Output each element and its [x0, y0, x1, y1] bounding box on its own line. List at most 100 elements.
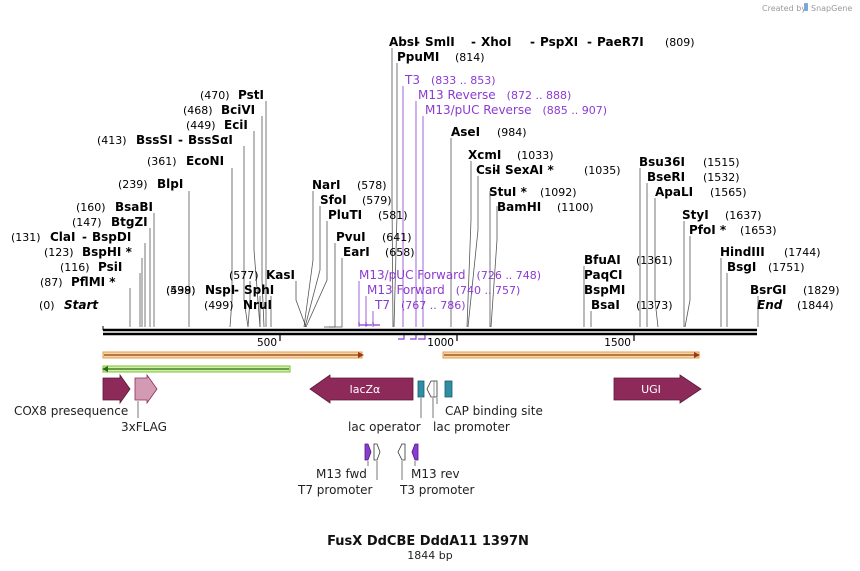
site-pos-row-7: (470) [200, 89, 230, 102]
site-pos-row-36: (1361) [636, 254, 673, 267]
feature-label-ugi: UGI [641, 383, 661, 396]
site-name-35: NruI [243, 298, 272, 312]
site-pos-row-8: (468) [183, 104, 213, 117]
site-pos-row-1: (814) [455, 51, 485, 64]
site-pos-row-40: (1829) [803, 284, 840, 297]
feature-lacz-alpha[interactable]: lacZα [309, 374, 414, 404]
site-name-39: ApaLI [655, 185, 693, 199]
site-pos-row-17: (116) [60, 261, 90, 274]
primer-name-1: M13 Reverse [418, 88, 496, 102]
label-cox8-presequence: COX8 presequence [14, 404, 128, 418]
site-name-2: XhoI [481, 35, 512, 49]
site-pos-row-41: (1844) [797, 299, 834, 312]
site-name-10: StuI * [489, 185, 528, 199]
site-name-33: NspI [205, 283, 235, 297]
feature-t7-promoter[interactable] [373, 443, 381, 461]
orf-arrow-3[interactable] [442, 351, 700, 359]
label-m13-fwd: M13 fwd [316, 467, 367, 481]
site-pos-row-32: (1637) [725, 209, 762, 222]
site-pos-row-33: (1653) [740, 224, 777, 237]
site-pos-row-25: (577) [229, 269, 259, 282]
site-join-4: - [587, 35, 592, 49]
site-name-42: HindIII [720, 245, 765, 259]
primer-range-1: (872 .. 888) [507, 89, 572, 102]
label-t3-promoter: T3 promoter [399, 483, 475, 497]
site-pos-row-18: (87) [40, 276, 63, 289]
site-name-9: SexAI * [505, 163, 554, 177]
site-pos-row-26: (499) [166, 284, 196, 297]
primer-labels: T3(833 .. 853)M13 Reverse(872 .. 888)M13… [359, 73, 607, 312]
site-name-24: PsiI [98, 260, 122, 274]
feature-leader-lines [137, 398, 438, 480]
feature-lac-promoter[interactable] [426, 380, 438, 398]
site-pos-row-10: (413) [97, 134, 127, 147]
feature-lac-operator[interactable] [417, 380, 425, 398]
site-name-14: EciI [224, 118, 248, 132]
site-name-19: BsaBI [115, 200, 153, 214]
feature-3xflag[interactable] [134, 373, 158, 405]
orf-arrow-1[interactable] [102, 351, 364, 359]
label-3xflag: 3xFLAG [121, 420, 167, 434]
site-name-31: EarI [343, 245, 370, 259]
feature-ugi[interactable]: UGI [613, 374, 702, 404]
site-name-25: PflMI * [71, 275, 116, 289]
site-join-9: - [495, 163, 500, 177]
site-pos-row-34: (1744) [784, 246, 821, 259]
primer-range-2: (885 .. 907) [543, 104, 608, 117]
site-name-26: Start [64, 298, 99, 312]
site-name-38: BseRI [647, 170, 685, 184]
primer-bars [358, 322, 426, 340]
credit-text: Created by [762, 4, 806, 13]
orf-arrow-2[interactable] [102, 365, 291, 373]
site-name-37: Bsu36I [639, 155, 685, 169]
map-length: 1844 bp [407, 549, 452, 562]
site-name-27: NarI [312, 178, 341, 192]
site-pos-row-4: (1035) [584, 164, 621, 177]
site-name-1: SmlI [425, 35, 455, 49]
site-name-30: PvuI [336, 230, 366, 244]
site-pos-row-0: (809) [665, 36, 695, 49]
site-pos-row-19: (0) [39, 299, 55, 312]
site-name-32: KasI [266, 268, 295, 282]
map-title: FusX DdCBE DddA11 1397N [327, 534, 529, 549]
feature-m13-rev[interactable] [411, 443, 419, 461]
site-pos-row-39: (1373) [636, 299, 673, 312]
site-name-16: BssSαI [188, 133, 233, 147]
feature-label-lacz: lacZα [350, 383, 381, 396]
label-lac-operator: lac operator [348, 420, 421, 434]
site-name-44: BfuAI [584, 253, 621, 267]
site-name-8: CsiI [476, 163, 501, 177]
sequence-backbone [102, 326, 757, 336]
feature-m13-fwd[interactable] [364, 443, 372, 461]
site-name-7: XcmI [468, 148, 501, 162]
site-name-11: BamHI [497, 200, 541, 214]
site-name-43: BsgI [727, 260, 756, 274]
site-join-16: - [178, 133, 183, 147]
site-name-29: PluTI [328, 208, 362, 222]
site-name-28: SfoI [320, 193, 347, 207]
site-pos-row-30: (1532) [703, 171, 740, 184]
site-pos-row-31: (1565) [710, 186, 747, 199]
credit-brand: SnapGene [811, 4, 852, 13]
primer-name-2: M13/pUC Reverse [425, 103, 532, 117]
site-join-1: - [415, 35, 420, 49]
site-leader-lines [129, 48, 759, 328]
site-name-21: ClaI [50, 230, 75, 244]
feature-cap-binding-site[interactable] [444, 380, 453, 398]
site-name-49: End [757, 298, 783, 312]
site-pos-row-27: (499) [204, 299, 234, 312]
site-pos-row-35: (1751) [768, 261, 805, 274]
site-pos-row-15: (131) [11, 231, 41, 244]
site-join-22: - [82, 230, 87, 244]
site-pos-row-11: (361) [147, 155, 177, 168]
site-join-2: - [471, 35, 476, 49]
feature-cox8-presequence[interactable] [102, 373, 131, 405]
site-name-15: BssSI [136, 133, 173, 147]
site-name-3: PspXI [540, 35, 578, 49]
site-name-47: BsaI [591, 298, 620, 312]
site-join-34: - [234, 283, 239, 297]
label-m13-rev: M13 rev [411, 467, 460, 481]
primer-range-5: (767 .. 786) [401, 299, 466, 312]
site-pos-row-21: (579) [362, 194, 392, 207]
feature-t3-promoter[interactable] [397, 443, 406, 461]
